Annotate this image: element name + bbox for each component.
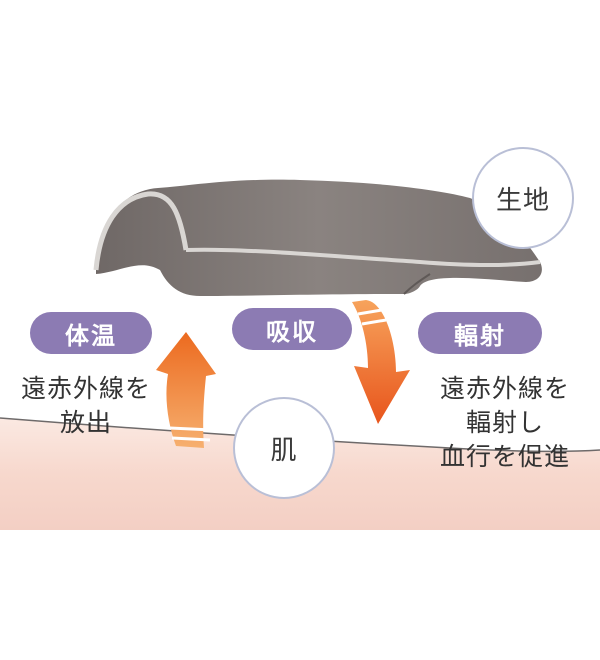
arrow-up-icon xyxy=(156,332,216,448)
arrow-down-icon xyxy=(352,300,410,424)
absorb-badge: 吸収 xyxy=(232,308,352,350)
skin-surface-line xyxy=(0,417,600,453)
skin-label: 肌 xyxy=(233,397,335,499)
skin-label-text: 肌 xyxy=(270,435,298,466)
emission-line-1: 遠赤外線を xyxy=(20,374,151,403)
radiate-badge-text: 輻射 xyxy=(454,321,506,350)
emission-line-2: 放出 xyxy=(59,408,112,437)
radiate-badge: 輻射 xyxy=(418,312,542,354)
radiation-line-1: 遠赤外線を xyxy=(439,374,570,403)
body-temp-badge-text: 体温 xyxy=(65,321,117,350)
fabric-sheet xyxy=(93,179,542,296)
emission-description: 遠赤外線を 放出 xyxy=(0,372,172,440)
radiation-line-2: 輻射し xyxy=(465,408,544,437)
radiation-description: 遠赤外線を 輻射し 血行を促進 xyxy=(416,372,594,474)
absorb-badge-text: 吸収 xyxy=(266,317,318,346)
body-temp-badge: 体温 xyxy=(30,312,152,354)
fabric-label: 生地 xyxy=(472,147,574,249)
fabric-label-text: 生地 xyxy=(495,185,550,216)
radiation-line-3: 血行を促進 xyxy=(439,442,570,471)
